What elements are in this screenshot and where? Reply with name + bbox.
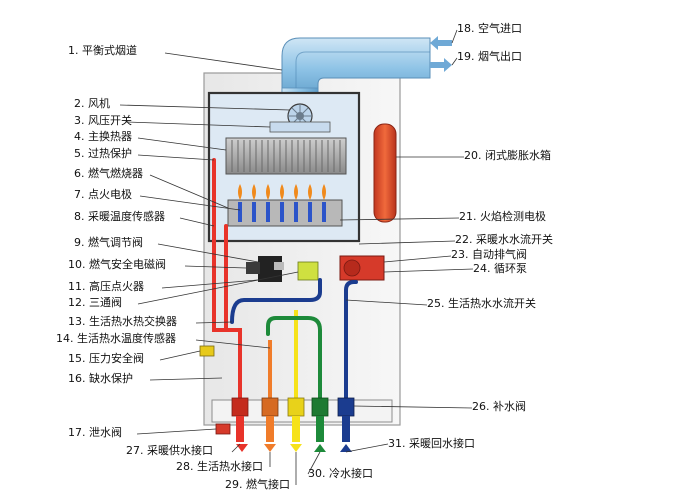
burner-nozzles (238, 202, 326, 222)
label-dhw-flow-switch: 25. 生活热水水流开关 (427, 297, 536, 310)
heating-supply-pipe (212, 158, 242, 404)
label-ignition-electrode: 7. 点火电极 (74, 188, 132, 201)
label-gas-modulating-valve: 9. 燃气调节阀 (74, 236, 143, 249)
label-heating-temp-sensor: 8. 采暖温度传感器 (74, 210, 165, 223)
label-heating-return-connection: 31. 采暖回水接口 (388, 437, 475, 450)
label-flue-gas-outlet: 19. 烟气出口 (457, 50, 522, 63)
label-circulation-pump: 24. 循环泵 (473, 262, 527, 275)
drain-tap (215, 423, 231, 435)
three-way-valve (297, 261, 319, 281)
gas-valve-cap (274, 262, 284, 270)
label-main-heat-exchanger: 4. 主换热器 (74, 130, 132, 143)
flue-outlet-arrow (430, 58, 452, 72)
pump-head (343, 259, 361, 277)
label-high-voltage-igniter: 11. 高压点火器 (68, 280, 144, 293)
leader-lines (119, 29, 474, 485)
flow-arrows (236, 444, 352, 452)
label-cold-water-connection: 30. 冷水接口 (308, 467, 373, 480)
air-inlet-arrow (430, 36, 452, 50)
label-gas-safety-solenoid: 10. 燃气安全电磁阀 (68, 258, 166, 271)
pressure-relief-valve (199, 345, 215, 357)
label-overheat-protection: 5. 过热保护 (74, 147, 132, 160)
label-fan: 2. 风机 (74, 97, 110, 110)
expansion-tank (373, 123, 397, 223)
label-dhw-temp-sensor: 14. 生活热水温度传感器 (56, 332, 176, 345)
gas-safety-solenoid (246, 262, 260, 274)
outlet-stubs (236, 416, 350, 442)
heating-return-pipe (230, 278, 358, 404)
label-pressure-relief-valve: 15. 压力安全阀 (68, 352, 144, 365)
label-air-pressure-switch: 3. 风压开关 (74, 114, 132, 127)
flue-inner-line (295, 51, 430, 100)
label-flame-detection-electrode: 21. 火焰检测电极 (459, 210, 546, 223)
label-auto-air-vent: 23. 自动排气阀 (451, 248, 527, 261)
label-dhw-heat-exchanger: 13. 生活热水热交换器 (68, 315, 177, 328)
label-drain-valve: 17. 泄水阀 (68, 426, 122, 439)
label-gas-connection: 29. 燃气接口 (225, 478, 290, 491)
label-flue: 1. 平衡式烟道 (68, 44, 137, 57)
fan-blades (288, 104, 312, 128)
label-heating-flow-switch: 22. 采暖水水流开关 (455, 233, 553, 246)
label-hot-water-connection: 28. 生活热水接口 (176, 460, 263, 473)
label-air-inlet: 18. 空气进口 (457, 22, 522, 35)
heat-exchanger-fins (231, 140, 341, 172)
label-heating-supply-connection: 27. 采暖供水接口 (126, 444, 213, 457)
label-gas-burner: 6. 燃气燃烧器 (74, 167, 143, 180)
cold-water-pipe (266, 316, 322, 404)
label-fill-valve: 26. 补水阀 (472, 400, 526, 413)
label-expansion-tank: 20. 闭式膨胀水箱 (464, 149, 551, 162)
fan-hood (269, 121, 331, 133)
label-three-way-valve: 12. 三通阀 (68, 296, 122, 309)
balanced-flue (281, 37, 431, 101)
label-low-water-protection: 16. 缺水保护 (68, 372, 133, 385)
burner-flames (238, 184, 326, 200)
outlet-valves (231, 397, 355, 417)
